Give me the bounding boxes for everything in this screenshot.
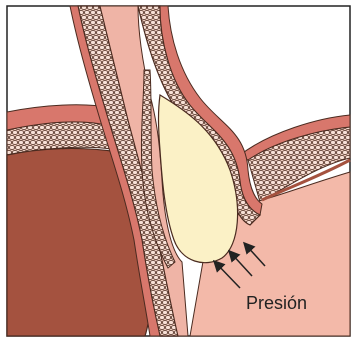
pressure-label: Presión — [246, 293, 307, 314]
